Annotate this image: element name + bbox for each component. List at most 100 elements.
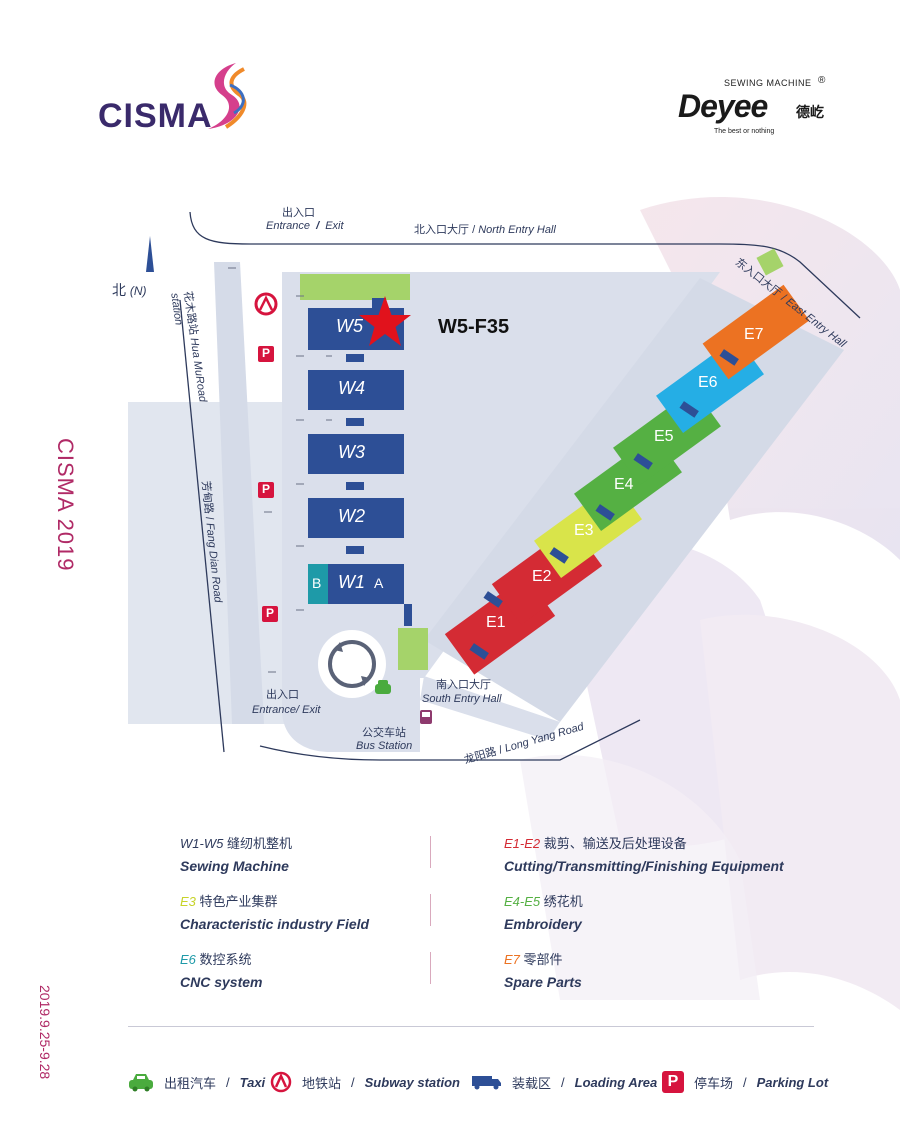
cisma-logo-text: CISMA	[98, 97, 213, 135]
parking-label-1: P	[262, 346, 271, 360]
hall-w1-a-label: A	[374, 575, 384, 591]
hall-w3-label: W3	[338, 442, 365, 462]
legend-code: E6	[180, 952, 196, 967]
north-hall-cn: 北入口大厅	[414, 224, 469, 236]
legend-divider	[430, 894, 431, 926]
hall-w2-label: W2	[338, 506, 365, 526]
station-cn: 花木路站	[181, 290, 200, 336]
subway-icon	[270, 1071, 292, 1093]
legend-en: Sewing Machine	[180, 858, 289, 874]
north-hall-label: 北入口大厅 / North Entry Hall	[414, 224, 556, 236]
decorative-background	[520, 197, 900, 1010]
exit-top-en-entrance: Entrance	[266, 220, 311, 232]
south-hall-en: South Entry Hall	[422, 693, 502, 705]
hall-e6-label: E6	[698, 374, 718, 391]
hall-w1-label: W1	[338, 572, 365, 592]
exit-top-en: Entrance / Exit	[266, 220, 344, 232]
key-sep: /	[226, 1074, 230, 1090]
south-hall-cn: 南入口大厅	[436, 679, 491, 691]
exit-top-cn: 出入口	[282, 207, 315, 219]
legend-code: E4-E5	[504, 894, 541, 909]
key-subway-zh: 地铁站	[302, 1075, 342, 1091]
cisma-logo: CISMA	[96, 55, 266, 140]
legend-item-e4-e5: E4-E5 绣花机 Embroidery	[504, 894, 784, 932]
side-date-text: 2019.9.25-9.28	[37, 985, 53, 1080]
hall-e5-label: E5	[654, 428, 674, 445]
north-hall-block	[300, 274, 410, 300]
entrance-arrow-markers	[228, 267, 332, 673]
side-event-title: CISMA 2019	[10, 438, 80, 600]
key-sep: /	[743, 1074, 747, 1090]
key-subway: 地铁站 / Subway station	[270, 1068, 460, 1096]
legend-en: Cutting/Transmitting/Finishing Equipment	[504, 858, 784, 874]
legend-zh: 数控系统	[199, 952, 252, 967]
taxi-icon	[129, 1074, 153, 1092]
key-taxi-en: Taxi	[239, 1074, 266, 1090]
truck-icon	[472, 1076, 501, 1090]
east-hall-block	[756, 248, 784, 276]
north-arrow-icon	[146, 236, 154, 272]
legend-item-e7: E7 零部件 Spare Parts	[504, 952, 784, 990]
parking-signs	[258, 346, 278, 622]
hall-e4-label: E4	[614, 476, 634, 493]
key-sep: /	[351, 1074, 355, 1090]
legend-item-w1-w5: W1-W5 缝纫机整机 Sewing Machine	[180, 836, 460, 874]
side-title-text: CISMA 2019	[53, 438, 78, 572]
key-parking-zh: 停车场	[694, 1075, 734, 1091]
key-subway-en: Subway station	[364, 1074, 460, 1090]
deyee-subtitle: SEWING MACHINE	[724, 78, 812, 88]
deyee-tagline: The best or nothing	[714, 128, 775, 135]
legend-en: CNC system	[180, 974, 263, 990]
hall-e2-label: E2	[532, 568, 552, 585]
north-label: 北 (N)	[112, 280, 147, 300]
legend-item-e3: E3 特色产业集群 Characteristic industry Field	[180, 894, 460, 932]
legend-en: Characteristic industry Field	[180, 916, 370, 932]
hall-e1-label: E1	[486, 614, 506, 631]
legend-divider	[430, 952, 431, 984]
deyee-wordmark: Deyee	[678, 88, 768, 124]
legend-code: W1-W5	[180, 836, 224, 851]
key-sep: /	[561, 1074, 565, 1090]
bus-icon-map	[420, 710, 432, 724]
legend-zh: 绣花机	[543, 894, 583, 909]
hall-w1-b-section	[308, 564, 328, 604]
deyee-registered-mark: ®	[818, 75, 826, 86]
legend-item-e1-e2: E1-E2 裁剪、输送及后处理设备 Cutting/Transmitting/F…	[504, 836, 804, 874]
roundabout	[318, 630, 386, 698]
hall-e3-label: E3	[574, 522, 594, 539]
legend-zh: 零部件	[523, 952, 563, 967]
legend-zh: 特色产业集群	[199, 894, 278, 909]
hall-w2	[308, 498, 404, 538]
hall-w4-label: W4	[338, 378, 365, 398]
north-hall-en: North Entry Hall	[478, 224, 556, 236]
roads	[179, 211, 861, 761]
key-loading-zh: 装载区	[512, 1075, 552, 1091]
side-event-date: 2019.9.25-9.28	[8, 985, 78, 1140]
loading-area-markers	[346, 349, 739, 660]
key-parking-en: Parking Lot	[756, 1074, 829, 1090]
hall-e7-label: E7	[744, 326, 764, 343]
fangdian-cn: 芳甸路	[199, 480, 215, 515]
legend-en: Spare Parts	[504, 974, 582, 990]
hall-w3	[308, 434, 404, 474]
legend-zh: 裁剪、输送及后处理设备	[543, 836, 687, 851]
legend-separator-line	[128, 1026, 814, 1027]
legend-code: E3	[180, 894, 196, 909]
key-taxi-zh: 出租汽车	[164, 1075, 217, 1091]
parking-icon: P	[662, 1071, 684, 1093]
legend-code: E7	[504, 952, 520, 967]
key-loading-en: Loading Area	[574, 1074, 658, 1090]
subway-station-icon	[254, 292, 278, 316]
deyee-logo: SEWING MACHINE ® Deyee 德屹 The best or no…	[672, 75, 862, 140]
legend-code: E1-E2	[504, 836, 541, 851]
bus-station-cn: 公交车站	[362, 727, 406, 739]
booth-star-icon	[359, 296, 411, 346]
hall-w4	[308, 370, 404, 410]
hall-w1-b-label: B	[312, 575, 322, 591]
key-loading: 装载区 / Loading Area	[472, 1068, 657, 1096]
north-label-cn: 北	[112, 282, 126, 298]
hall-w5-label: W5	[336, 316, 363, 336]
exit-top-en-exit: Exit	[325, 220, 344, 232]
key-parking: P 停车场 / Parking Lot	[662, 1068, 828, 1096]
